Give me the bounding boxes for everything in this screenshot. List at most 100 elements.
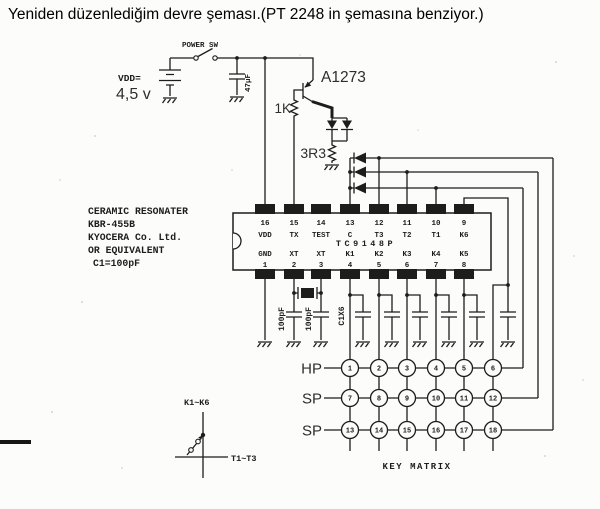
diode-wires	[349, 157, 553, 204]
key-number: 7	[348, 396, 352, 404]
row-label-sp1: SP	[302, 391, 322, 408]
driver-section: A1273 1K 3R3	[274, 69, 366, 204]
key-button: 2	[369, 358, 389, 378]
oscillator-section: 100pF 100pF	[256, 279, 330, 348]
key-number: 2	[377, 366, 381, 374]
matrix-wires	[324, 158, 554, 451]
scan-artifacts	[0, 54, 584, 469]
pin12-label: T3	[374, 232, 384, 240]
legend-switch-contact	[188, 447, 194, 453]
oscillator-wires	[264, 279, 322, 340]
key-number: 10	[432, 396, 440, 404]
pin14-label: TEST	[312, 232, 331, 240]
key-number: 5	[462, 366, 466, 374]
pin16-number: 16	[260, 220, 270, 228]
pin3-number: 3	[319, 262, 324, 270]
transistor-label: A1273	[321, 69, 366, 86]
ceramic-resonator	[297, 287, 318, 299]
pin15-number: 15	[289, 220, 299, 228]
junction-dots	[200, 56, 510, 438]
key-button: 17	[454, 420, 474, 440]
key-cap-1-ground	[354, 341, 371, 348]
key-button: 18	[483, 420, 503, 440]
key-number: 8	[377, 396, 381, 404]
xt-capacitor	[285, 311, 303, 318]
key-button: 1	[340, 358, 360, 378]
pin7-label: K4	[431, 251, 441, 259]
pin6-label: K3	[402, 251, 412, 259]
pin9-label: K6	[459, 232, 469, 240]
pin4-label: K1	[345, 251, 355, 259]
legend-wires	[175, 412, 228, 478]
key-button: 11	[454, 388, 474, 408]
ic-notch	[232, 232, 242, 250]
row-label-sp2: SP	[302, 423, 322, 440]
pin3-label: XT	[316, 251, 326, 259]
key-matrix: HP SP SP 1 2 3 4 5 6 7 8 9 10 11 12 13 1…	[301, 158, 554, 472]
resonator-note-line4: OR EQUIVALENT	[88, 245, 165, 256]
pin8-number: 8	[462, 262, 467, 270]
key-number: 15	[403, 428, 411, 436]
xtbar-cap-ground	[312, 341, 329, 348]
key-button: 8	[369, 388, 389, 408]
code-diode-block	[349, 152, 553, 204]
power-section: POWER SW 47μF VDD= 4,5 v	[116, 42, 314, 204]
key-number: 4	[434, 366, 438, 374]
key-button: 5	[454, 358, 474, 378]
resonator-note-line3: KYOCERA Co. Ltd.	[88, 232, 182, 243]
key-number: 18	[489, 428, 497, 436]
pin4-number: 4	[348, 262, 353, 270]
key-button: 4	[426, 358, 446, 378]
battery	[159, 69, 181, 86]
pin9-number: 9	[462, 220, 467, 228]
key-cap-2-ground	[383, 341, 400, 348]
pin8-label: K5	[459, 251, 469, 259]
k-range-label: K1~K6	[184, 398, 210, 408]
key-number: 16	[432, 428, 440, 436]
key-button: 15	[397, 420, 417, 440]
key-button: 12	[483, 388, 503, 408]
resonator-note-line5: C1=100pF	[93, 258, 140, 269]
pin10-label: T1	[431, 232, 441, 240]
key-caps-label: C1X6	[338, 306, 347, 325]
pin1-number: 1	[263, 262, 268, 270]
voltage-value: 4,5 v	[116, 86, 151, 103]
vdd-label: VDD=	[118, 73, 141, 84]
pnp-transistor	[302, 79, 314, 103]
pin10-number: 10	[431, 220, 441, 228]
pin5-number: 5	[377, 262, 382, 270]
key-number: 11	[460, 396, 468, 404]
emitter-arrow	[304, 81, 312, 88]
key-cap-3	[411, 311, 429, 318]
ic-part-number: TC9148P	[336, 239, 396, 249]
ic-body	[232, 212, 492, 271]
led-resistor	[326, 141, 338, 163]
diode-t1	[353, 182, 366, 194]
pin13-number: 13	[345, 220, 355, 228]
gnd-pin-ground	[256, 341, 273, 348]
key-column-wires	[349, 197, 509, 360]
key-number: 1	[348, 366, 352, 374]
scan-artifact	[0, 440, 31, 444]
key-number: 12	[489, 396, 497, 404]
key-button: 7	[340, 388, 360, 408]
pin13-label: C	[348, 232, 353, 240]
pin12-number: 12	[374, 220, 384, 228]
xt-cap-label: 100pF	[278, 307, 287, 331]
resonator-note-line2: KBR-455B	[88, 219, 135, 230]
collector-trace	[311, 100, 334, 118]
key-button: 16	[426, 420, 446, 440]
base-resistor	[288, 89, 303, 204]
led-ground	[323, 164, 340, 171]
key-number: 17	[460, 428, 468, 436]
ir-led-pair	[326, 117, 353, 142]
pin2-label: XT	[289, 251, 299, 259]
resonator-note: CERAMIC RESONATER KBR-455B KYOCERA Co. L…	[88, 206, 188, 269]
pin6-number: 6	[405, 262, 410, 270]
pin11-label: T2	[402, 232, 412, 240]
key-cap-6	[499, 311, 517, 318]
key-button: 10	[426, 388, 446, 408]
legend-switch-contact	[195, 438, 201, 445]
